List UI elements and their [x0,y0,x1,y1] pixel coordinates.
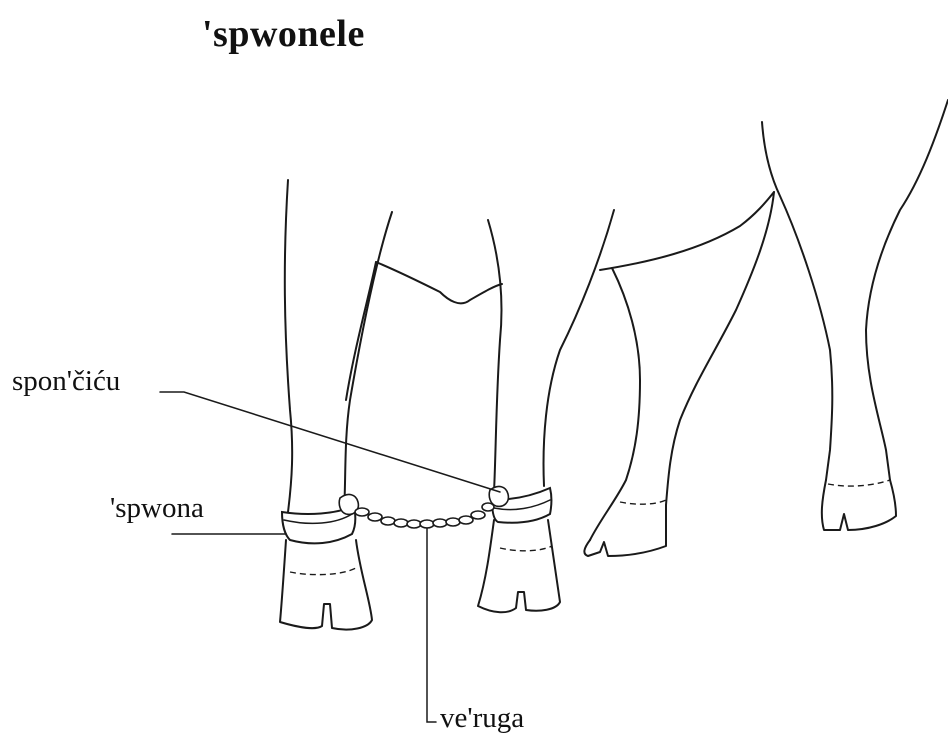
rear-leg-far [762,100,948,530]
udder [346,262,502,400]
left-hobble-cuff [282,495,358,544]
left-front-leg [280,180,392,630]
label-sponcicu: spon'čiću [12,365,120,398]
leader-veruga [427,528,436,722]
leader-sponcicu [160,392,500,492]
rear-leg-near [584,192,774,556]
label-spwona: 'spwona [110,492,204,525]
leader-lines [160,392,500,722]
hobble-chain [355,503,494,528]
label-veruga: ve'ruga [440,702,524,735]
right-front-leg [478,210,614,612]
belly-line [600,192,774,270]
